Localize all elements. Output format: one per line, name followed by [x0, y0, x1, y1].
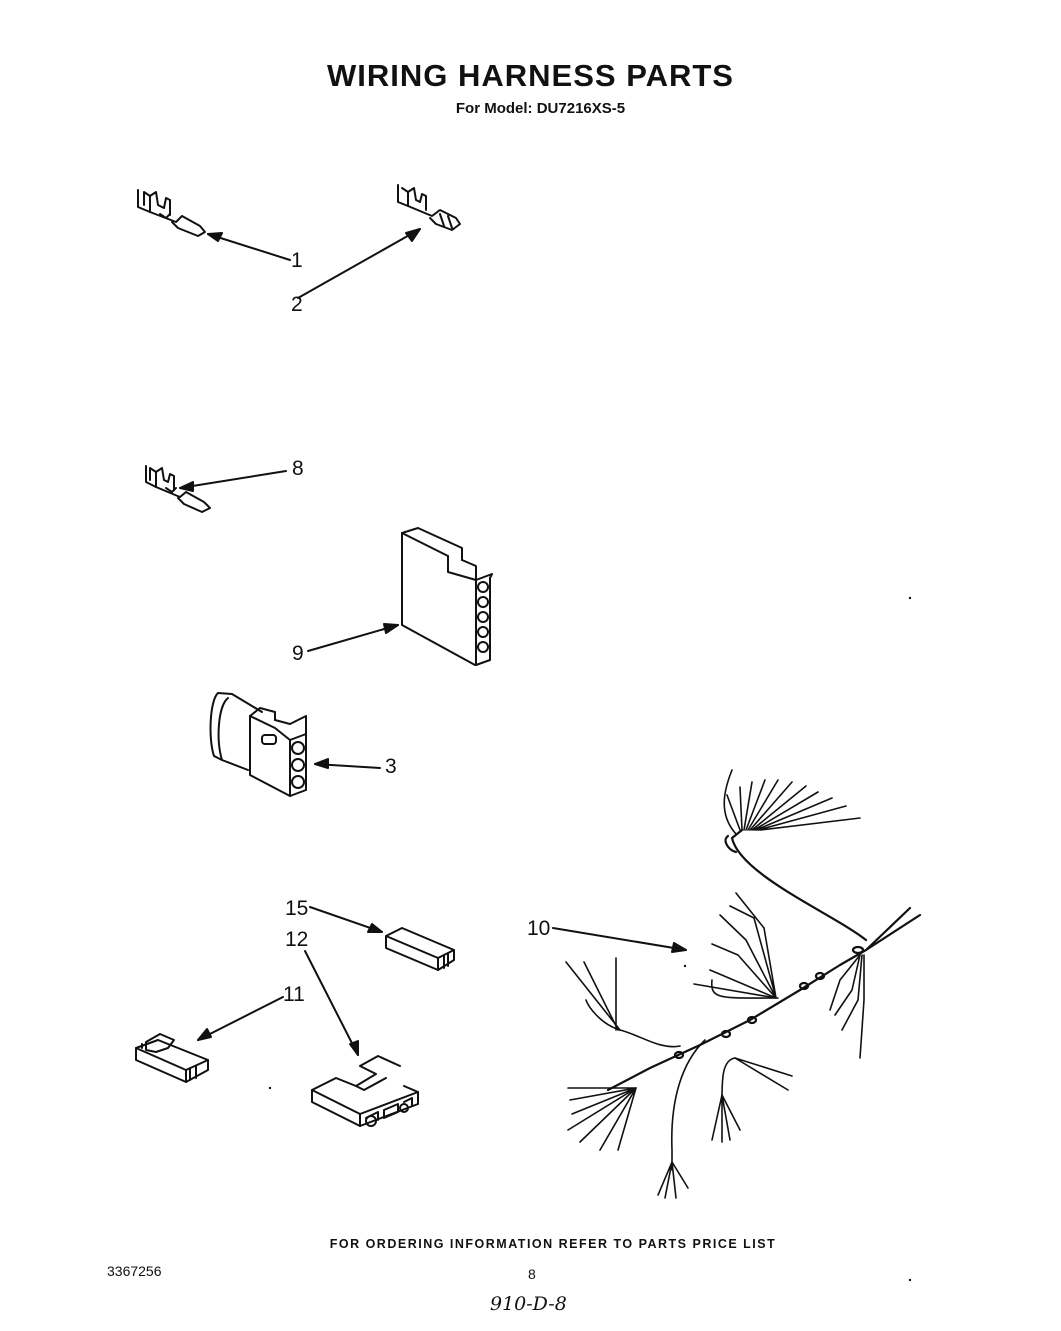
connector-shell-drawing [312, 1056, 418, 1126]
callout-8: 8 [292, 457, 304, 480]
document-number: 3367256 [107, 1263, 162, 1279]
leader-line-2 [298, 229, 420, 298]
callout-1: 1 [291, 249, 303, 272]
callout-12: 12 [285, 928, 309, 951]
connector-housing-3-pin-drawing [211, 693, 306, 796]
terminal-pin-drawing [138, 190, 205, 236]
callout-15: 15 [285, 897, 309, 920]
leader-line-12 [305, 951, 358, 1055]
page-number: 8 [528, 1266, 536, 1282]
callout-2: 2 [291, 293, 303, 316]
leader-line-9 [308, 625, 398, 651]
callout-11: 11 [283, 983, 305, 1006]
terminal-socket-drawing [398, 185, 460, 230]
callout-3: 3 [385, 755, 397, 778]
connector-housing-5-pin-drawing [402, 528, 492, 665]
model-subtitle: For Model: DU7216XS-5 [455, 100, 626, 117]
page-title: WIRING HARNESS PARTS [327, 58, 734, 93]
ordering-info-note: FOR ORDERING INFORMATION REFER TO PARTS … [329, 1237, 777, 1251]
leader-line-1 [208, 234, 290, 260]
callout-10: 10 [527, 917, 551, 940]
terminal-block-drawing [136, 1034, 208, 1082]
terminal-pin-small-drawing [146, 466, 210, 512]
jumper-clip-drawing [386, 928, 454, 970]
leader-line-10 [553, 928, 686, 950]
leader-line-8 [180, 471, 286, 488]
wiring-harness-drawing [566, 770, 920, 1198]
handwritten-note: 910-D-8 [490, 1293, 567, 1315]
leader-line-11 [198, 997, 283, 1040]
callout-9: 9 [292, 642, 304, 665]
